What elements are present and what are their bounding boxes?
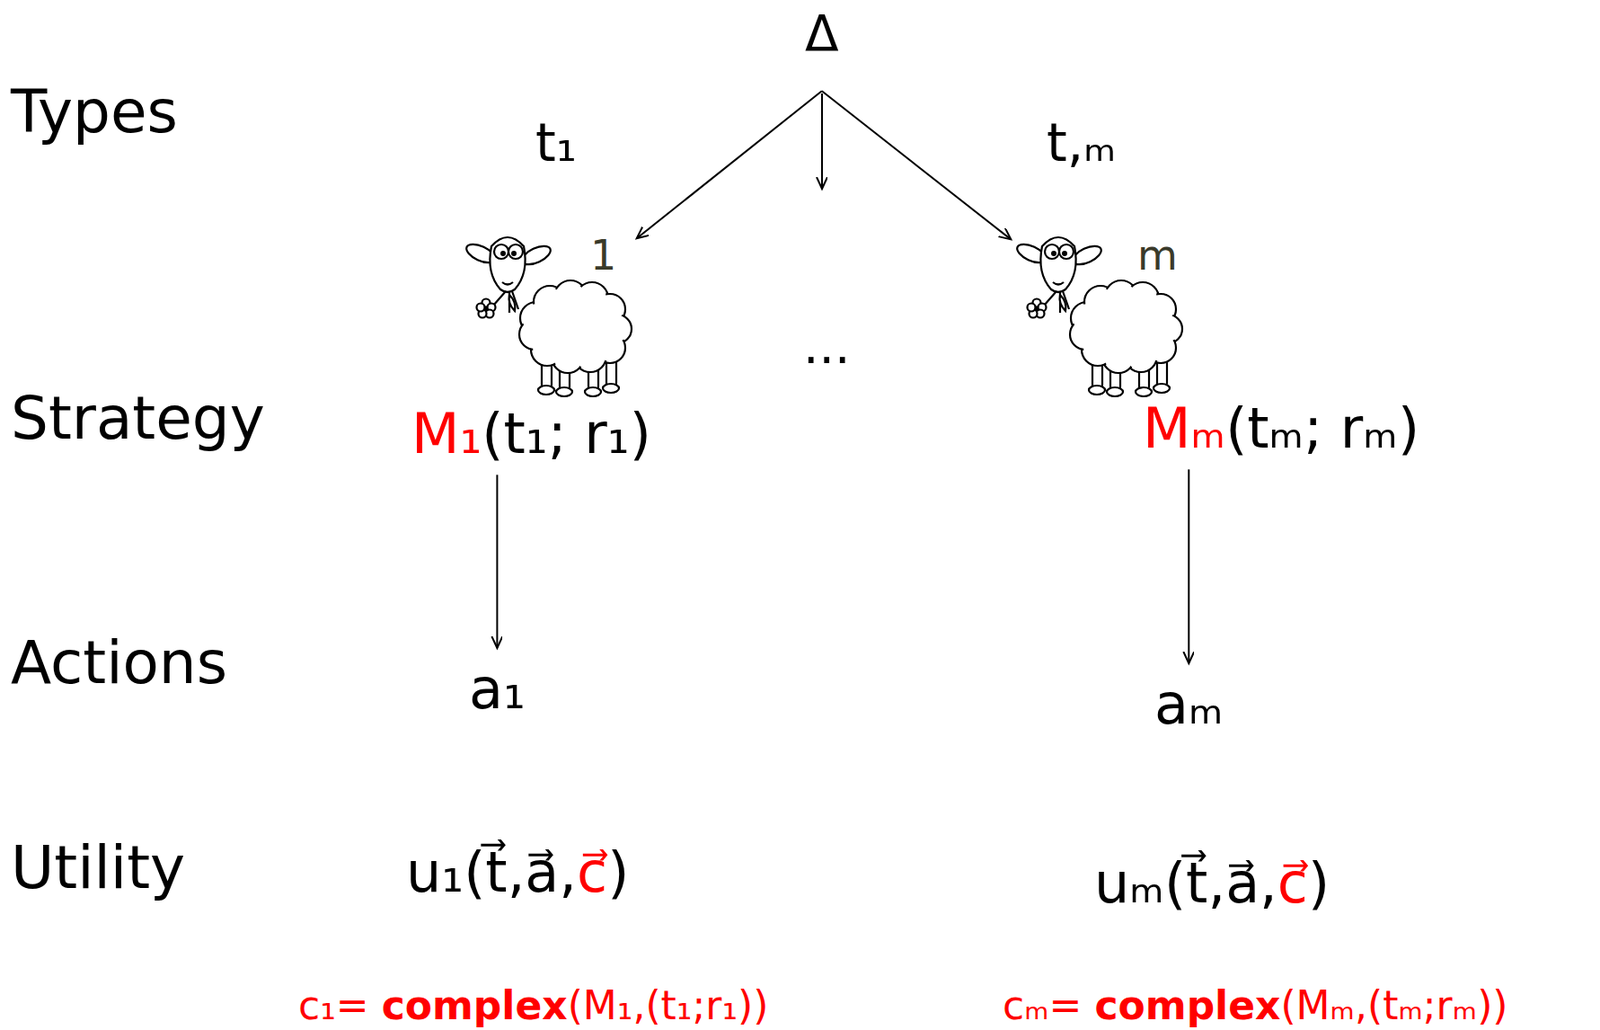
utility-formula: uₘ(t⃗,a⃗,c⃗)	[1094, 850, 1330, 915]
complexity-formula: cₘ= complex(Mₘ,(tₘ;rₘ))	[1002, 982, 1508, 1029]
node-text: Mₘ(tₘ; rₘ)	[1142, 396, 1420, 460]
row-heading: Utility	[10, 833, 186, 902]
node-text: M₁(t₁; r₁)	[411, 401, 652, 466]
strategy-label: M₁(t₁; r₁)	[411, 401, 652, 466]
agent-figure: m	[1015, 219, 1184, 398]
node-text: Δ	[804, 5, 840, 62]
node-text: m	[1137, 231, 1178, 280]
complexity-formula: c₁= complex(M₁,(t₁;r₁))	[298, 982, 769, 1029]
node-text: 1	[590, 231, 617, 280]
chance-node: Δ	[792, 5, 852, 91]
arrow-connector	[636, 90, 823, 239]
arrow-connector	[822, 90, 1012, 239]
type-label: t,ₘ	[1046, 113, 1116, 174]
strategy-label: Mₘ(tₘ; rₘ)	[1142, 396, 1420, 460]
row-heading: Actions	[10, 628, 228, 698]
utility-formula: u₁(t⃗,a⃗,c⃗)	[406, 839, 629, 904]
type-label: t₁	[535, 113, 577, 174]
node-text: a₁	[468, 656, 526, 721]
middle-arrow	[821, 93, 823, 189]
row-heading: Strategy	[10, 384, 266, 453]
arrow-connector	[1187, 468, 1190, 663]
action-label: a₁	[468, 656, 526, 721]
agent-figure: 1	[464, 219, 633, 398]
arrow-connector	[495, 474, 498, 648]
node-text: aₘ	[1154, 671, 1224, 736]
row-heading: Types	[10, 78, 178, 147]
ellipsis: ...	[803, 318, 850, 375]
action-label: aₘ	[1154, 671, 1224, 736]
